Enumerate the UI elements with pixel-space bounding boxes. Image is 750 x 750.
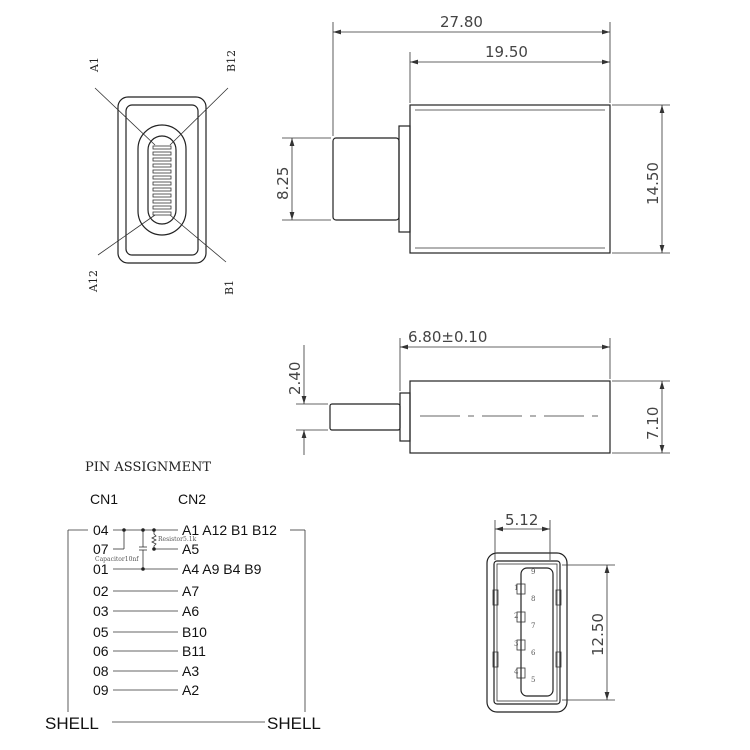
- typec-contact: [152, 145, 172, 150]
- cn2-pin: B10: [182, 624, 207, 640]
- usb-a-pin-number: 7: [531, 622, 535, 630]
- cn2-pin: A6: [182, 603, 199, 619]
- pin-row: 05 B10: [93, 624, 207, 640]
- typec-contact: [152, 193, 172, 198]
- pin-row: 06 B11: [93, 643, 206, 659]
- capacitor-label: Capacitor10nf: [95, 556, 139, 563]
- typec-contact: [152, 157, 172, 162]
- shell-left-label: SHELL: [45, 714, 99, 733]
- cn2-pin: A3: [182, 663, 199, 679]
- cn1-header: CN1: [90, 491, 118, 507]
- cn2-header: CN2: [178, 491, 206, 507]
- dim-plug-thickness: 2.40: [286, 362, 304, 395]
- typec-contact: [152, 169, 172, 174]
- cn2-pin: B11: [182, 643, 206, 659]
- pin-row: 08 A3: [93, 663, 199, 679]
- pin-row: 07 A5: [93, 541, 199, 557]
- usb-a-contact: [516, 639, 526, 651]
- pin-label-a12: A12: [87, 270, 100, 293]
- typec-contact: [152, 205, 172, 210]
- usb-a-pin-number: 5: [531, 676, 535, 684]
- cn1-pin: 02: [93, 583, 109, 599]
- pin-label-b1: B1: [223, 280, 236, 295]
- typec-contact: [152, 199, 172, 204]
- usb-a-front-view: 1 2 3 4 5 6 7 8 9 5.12 12.50: [486, 511, 615, 713]
- pin-row: 01 A4 A9 B4 B9: [93, 561, 262, 577]
- cn2-pin: A1 A12 B1 B12: [182, 522, 277, 538]
- dim-usb-a-tongue: 5.12: [505, 511, 538, 529]
- resistor-label: Resistor5.1k: [158, 536, 197, 543]
- cn2-pin: A2: [182, 682, 199, 698]
- typec-contact: [152, 175, 172, 180]
- pin-row: 02 A7: [93, 583, 199, 599]
- usb-a-pin-number: 1: [514, 584, 518, 592]
- typec-contact: [152, 211, 172, 216]
- cn2-pin: A4 A9 B4 B9: [182, 561, 262, 577]
- usb-a-contact: [516, 583, 526, 595]
- dim-body-length: 19.50: [485, 43, 528, 61]
- top-view: 27.80 19.50 8.25 14.50: [274, 13, 670, 254]
- cn1-pin: 05: [93, 624, 109, 640]
- cn2-pin: A5: [182, 541, 199, 557]
- pin-assignment: PIN ASSIGNMENT CN1 CN2 04 A1 A12 B1 B12 07…: [45, 460, 321, 733]
- pin-label-b12: B12: [225, 50, 238, 72]
- cn1-pin: 04: [93, 522, 109, 538]
- dim-body-thickness: 7.10: [644, 407, 662, 440]
- usb-a-pin-number: 2: [514, 612, 518, 620]
- usb-a-contact: [516, 667, 526, 679]
- pin-row: 09 A2: [93, 682, 199, 698]
- dim-total-length: 27.80: [440, 13, 483, 31]
- pin-label-a1: A1: [88, 57, 101, 73]
- usb-a-pin-number: 9: [531, 568, 535, 576]
- typec-contact: [152, 151, 172, 156]
- pin-row: 03 A6: [93, 603, 199, 619]
- dim-usb-a-height: 12.50: [589, 613, 607, 656]
- shell-right-label: SHELL: [267, 714, 321, 733]
- cn1-pin: 08: [93, 663, 109, 679]
- cn1-pin: 09: [93, 682, 109, 698]
- dim-plug-width: 8.25: [274, 167, 292, 200]
- cn1-pin: 03: [93, 603, 109, 619]
- pin-row: 04 A1 A12 B1 B12: [93, 522, 277, 538]
- usb-a-pin-number: 6: [531, 649, 536, 657]
- typec-front-view: A1 B12 A12 B1: [87, 50, 238, 295]
- typec-contact: [152, 187, 172, 192]
- pin-assignment-title: PIN ASSIGNMENT: [85, 460, 211, 475]
- side-view: 6.80±0.10 2.40 7.10: [286, 328, 670, 455]
- typec-contact: [152, 163, 172, 168]
- cn1-pin: 01: [93, 561, 109, 577]
- cn1-pin: 07: [93, 541, 109, 557]
- cn1-pin: 06: [93, 643, 109, 659]
- dim-plug-length: 6.80±0.10: [408, 328, 487, 346]
- usb-a-pin-number: 3: [514, 640, 518, 648]
- usb-a-pin-number: 8: [531, 595, 535, 603]
- typec-contact: [152, 181, 172, 186]
- dim-body-width: 14.50: [644, 162, 662, 205]
- usb-a-pin-number: 4: [514, 668, 519, 676]
- usb-a-contact: [516, 611, 526, 623]
- cn2-pin: A7: [182, 583, 199, 599]
